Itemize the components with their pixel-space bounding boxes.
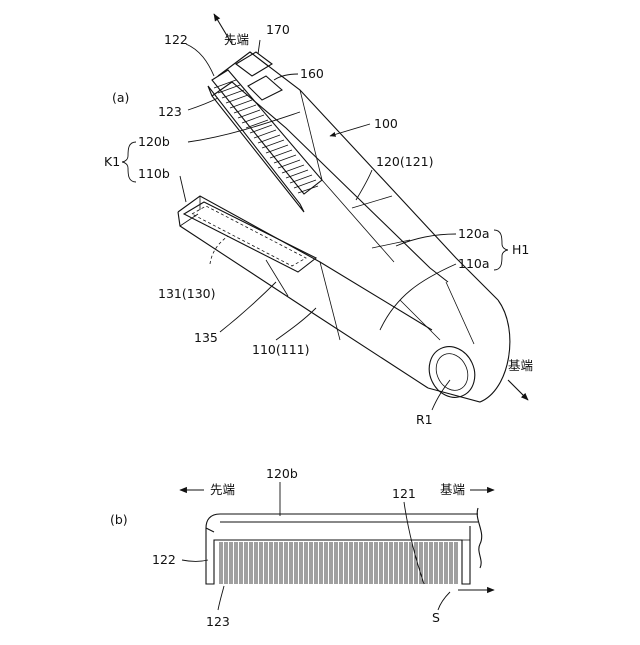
leader-100 (330, 124, 370, 136)
label-h1: H1 (512, 242, 529, 257)
panel-a-labels: (a) 122 先端 170 160 123 100 120b K1 110b … (104, 22, 533, 427)
panel-a-drawing (122, 14, 528, 410)
label-110a: 110a (458, 256, 490, 271)
leader-122 (186, 44, 214, 76)
leader-120-121 (356, 170, 372, 200)
label-b-120b: 120b (266, 466, 298, 481)
label-123: 123 (158, 104, 182, 119)
panel-a-label: (a) (112, 90, 129, 105)
comb-teeth-123 (220, 542, 457, 584)
label-k1: K1 (104, 154, 120, 169)
leader-b-123 (218, 586, 224, 610)
label-b-base: 基端 (440, 482, 465, 497)
hinge-r1 (400, 282, 510, 405)
leader-b-s (438, 592, 450, 610)
lower-arm-110 (178, 196, 432, 388)
label-b-121: 121 (392, 486, 416, 501)
label-tip: 先端 (224, 32, 249, 47)
comb-end-edge (206, 528, 214, 532)
label-122: 122 (164, 32, 188, 47)
leader-131 (210, 236, 228, 264)
brace-k1 (122, 142, 136, 182)
leader-r1 (432, 380, 450, 410)
leader-110-111 (276, 308, 316, 340)
label-160: 160 (300, 66, 324, 81)
comb-back-top (206, 514, 478, 528)
label-r1: R1 (416, 412, 433, 427)
label-170: 170 (266, 22, 290, 37)
label-135: 135 (194, 330, 218, 345)
panel-b-label: (b) (110, 512, 128, 527)
heater-plate-131 (184, 202, 316, 272)
label-b-s: S (432, 610, 440, 625)
label-120-121: 120(121) (376, 154, 433, 169)
label-110-111: 110(111) (252, 342, 309, 357)
label-b-122: 122 (152, 552, 176, 567)
label-b-tip: 先端 (210, 482, 235, 497)
leader-120b (188, 112, 300, 142)
label-120a: 120a (458, 226, 490, 241)
base-direction-arrow (508, 380, 528, 400)
leader-135 (220, 282, 276, 332)
leader-123 (188, 98, 218, 110)
leader-b-122 (182, 560, 208, 562)
upper-arm-120 (212, 52, 498, 300)
break-line (477, 508, 482, 568)
brace-h1 (494, 230, 508, 270)
comb-teeth-123 (214, 80, 318, 193)
label-110b: 110b (138, 166, 170, 181)
label-120b: 120b (138, 134, 170, 149)
label-b-123: 123 (206, 614, 230, 629)
label-131-130: 131(130) (158, 286, 215, 301)
label-100: 100 (374, 116, 398, 131)
leader-170 (258, 40, 260, 54)
leader-110a (380, 264, 456, 330)
leader-110b (180, 176, 186, 202)
panel-b-drawing (180, 482, 494, 610)
label-base: 基端 (508, 358, 533, 373)
